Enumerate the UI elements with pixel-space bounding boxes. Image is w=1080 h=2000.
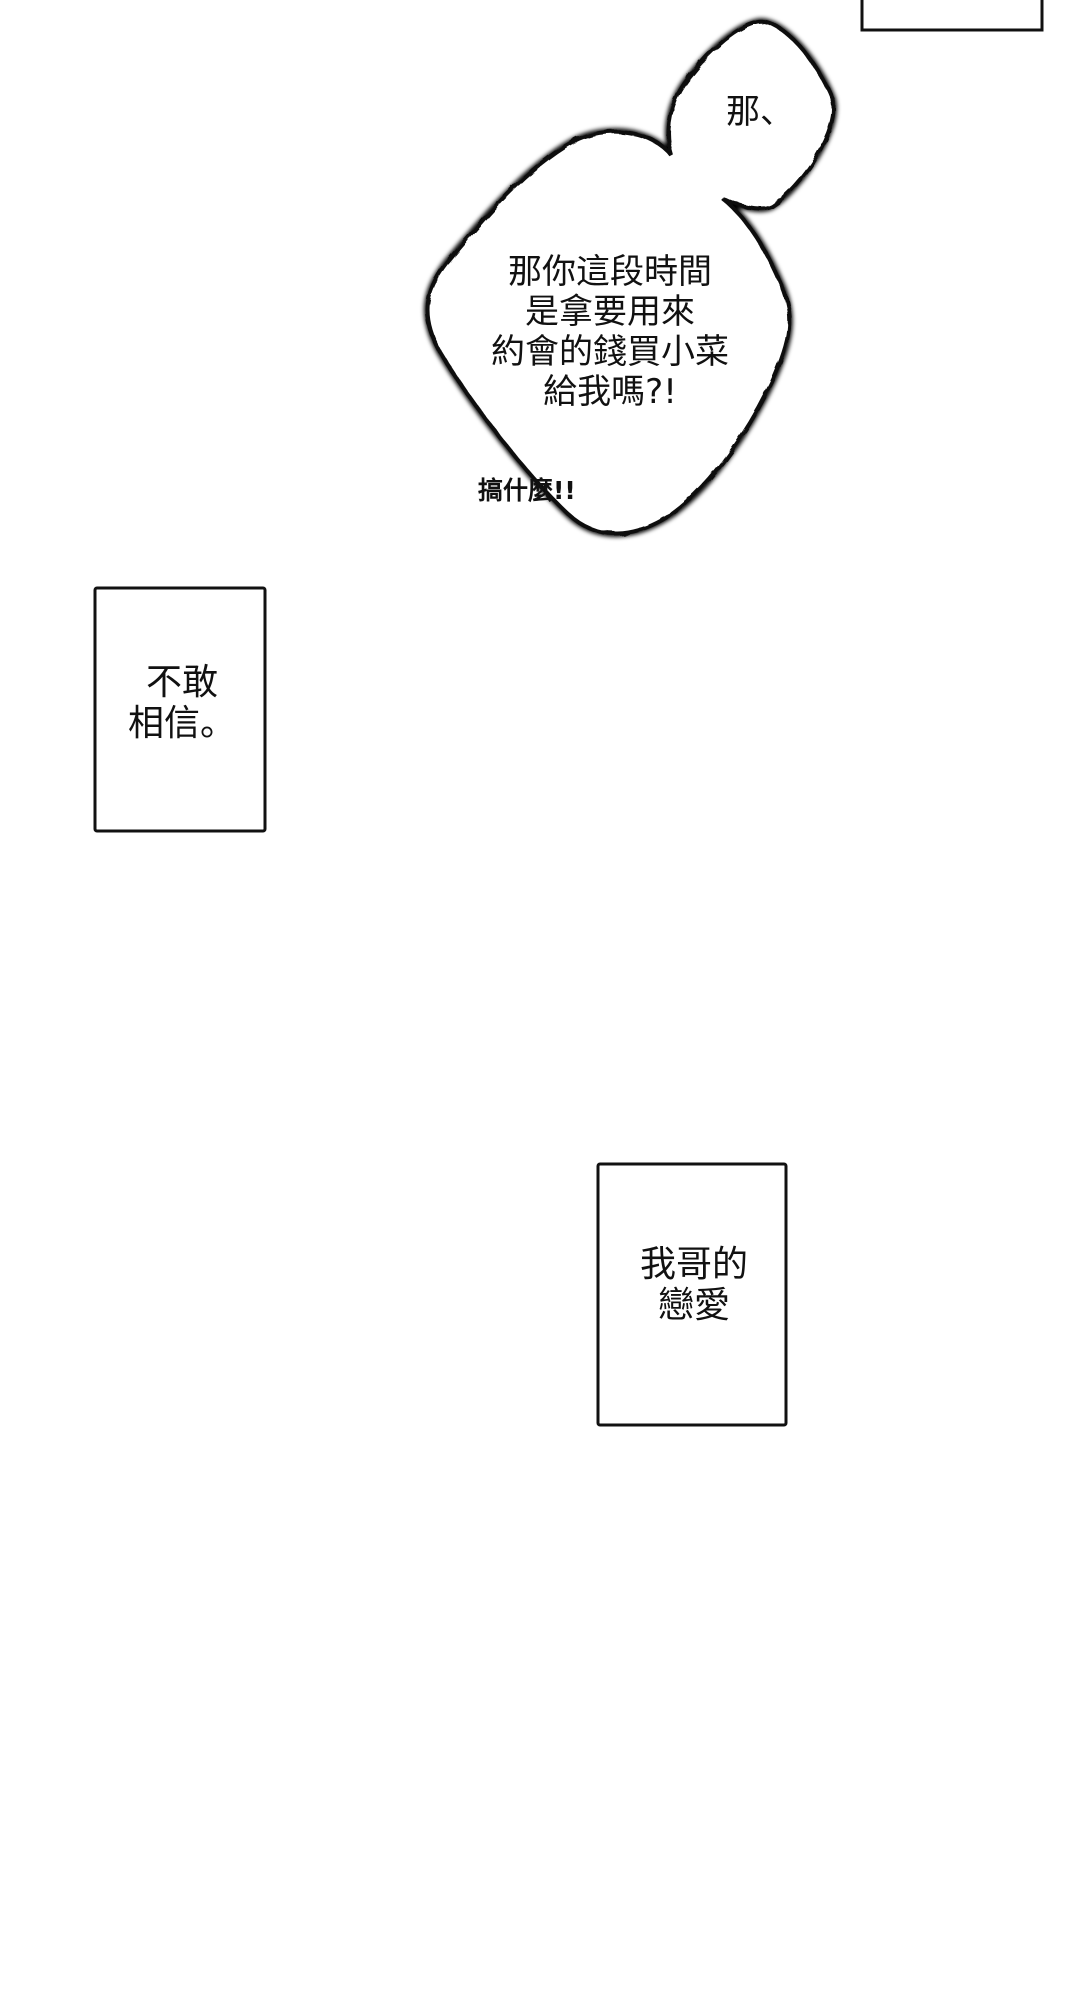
caption-box-1 [93,586,267,833]
speech-text-small: 那、 [726,92,794,132]
speech-bubble [425,19,836,536]
caption-text-1: 不敢 相信。 [127,662,236,745]
speech-text-main: 那你這段時間 是拿要用來 約會的錢買小菜 給我嗎?! [491,252,729,413]
caption-text-2: 我哥的 戀愛 [639,1244,748,1327]
caption-box-2 [596,1162,788,1427]
shout-text: 搞什麼!! [478,476,576,505]
partial-panel-frame [860,0,1044,32]
